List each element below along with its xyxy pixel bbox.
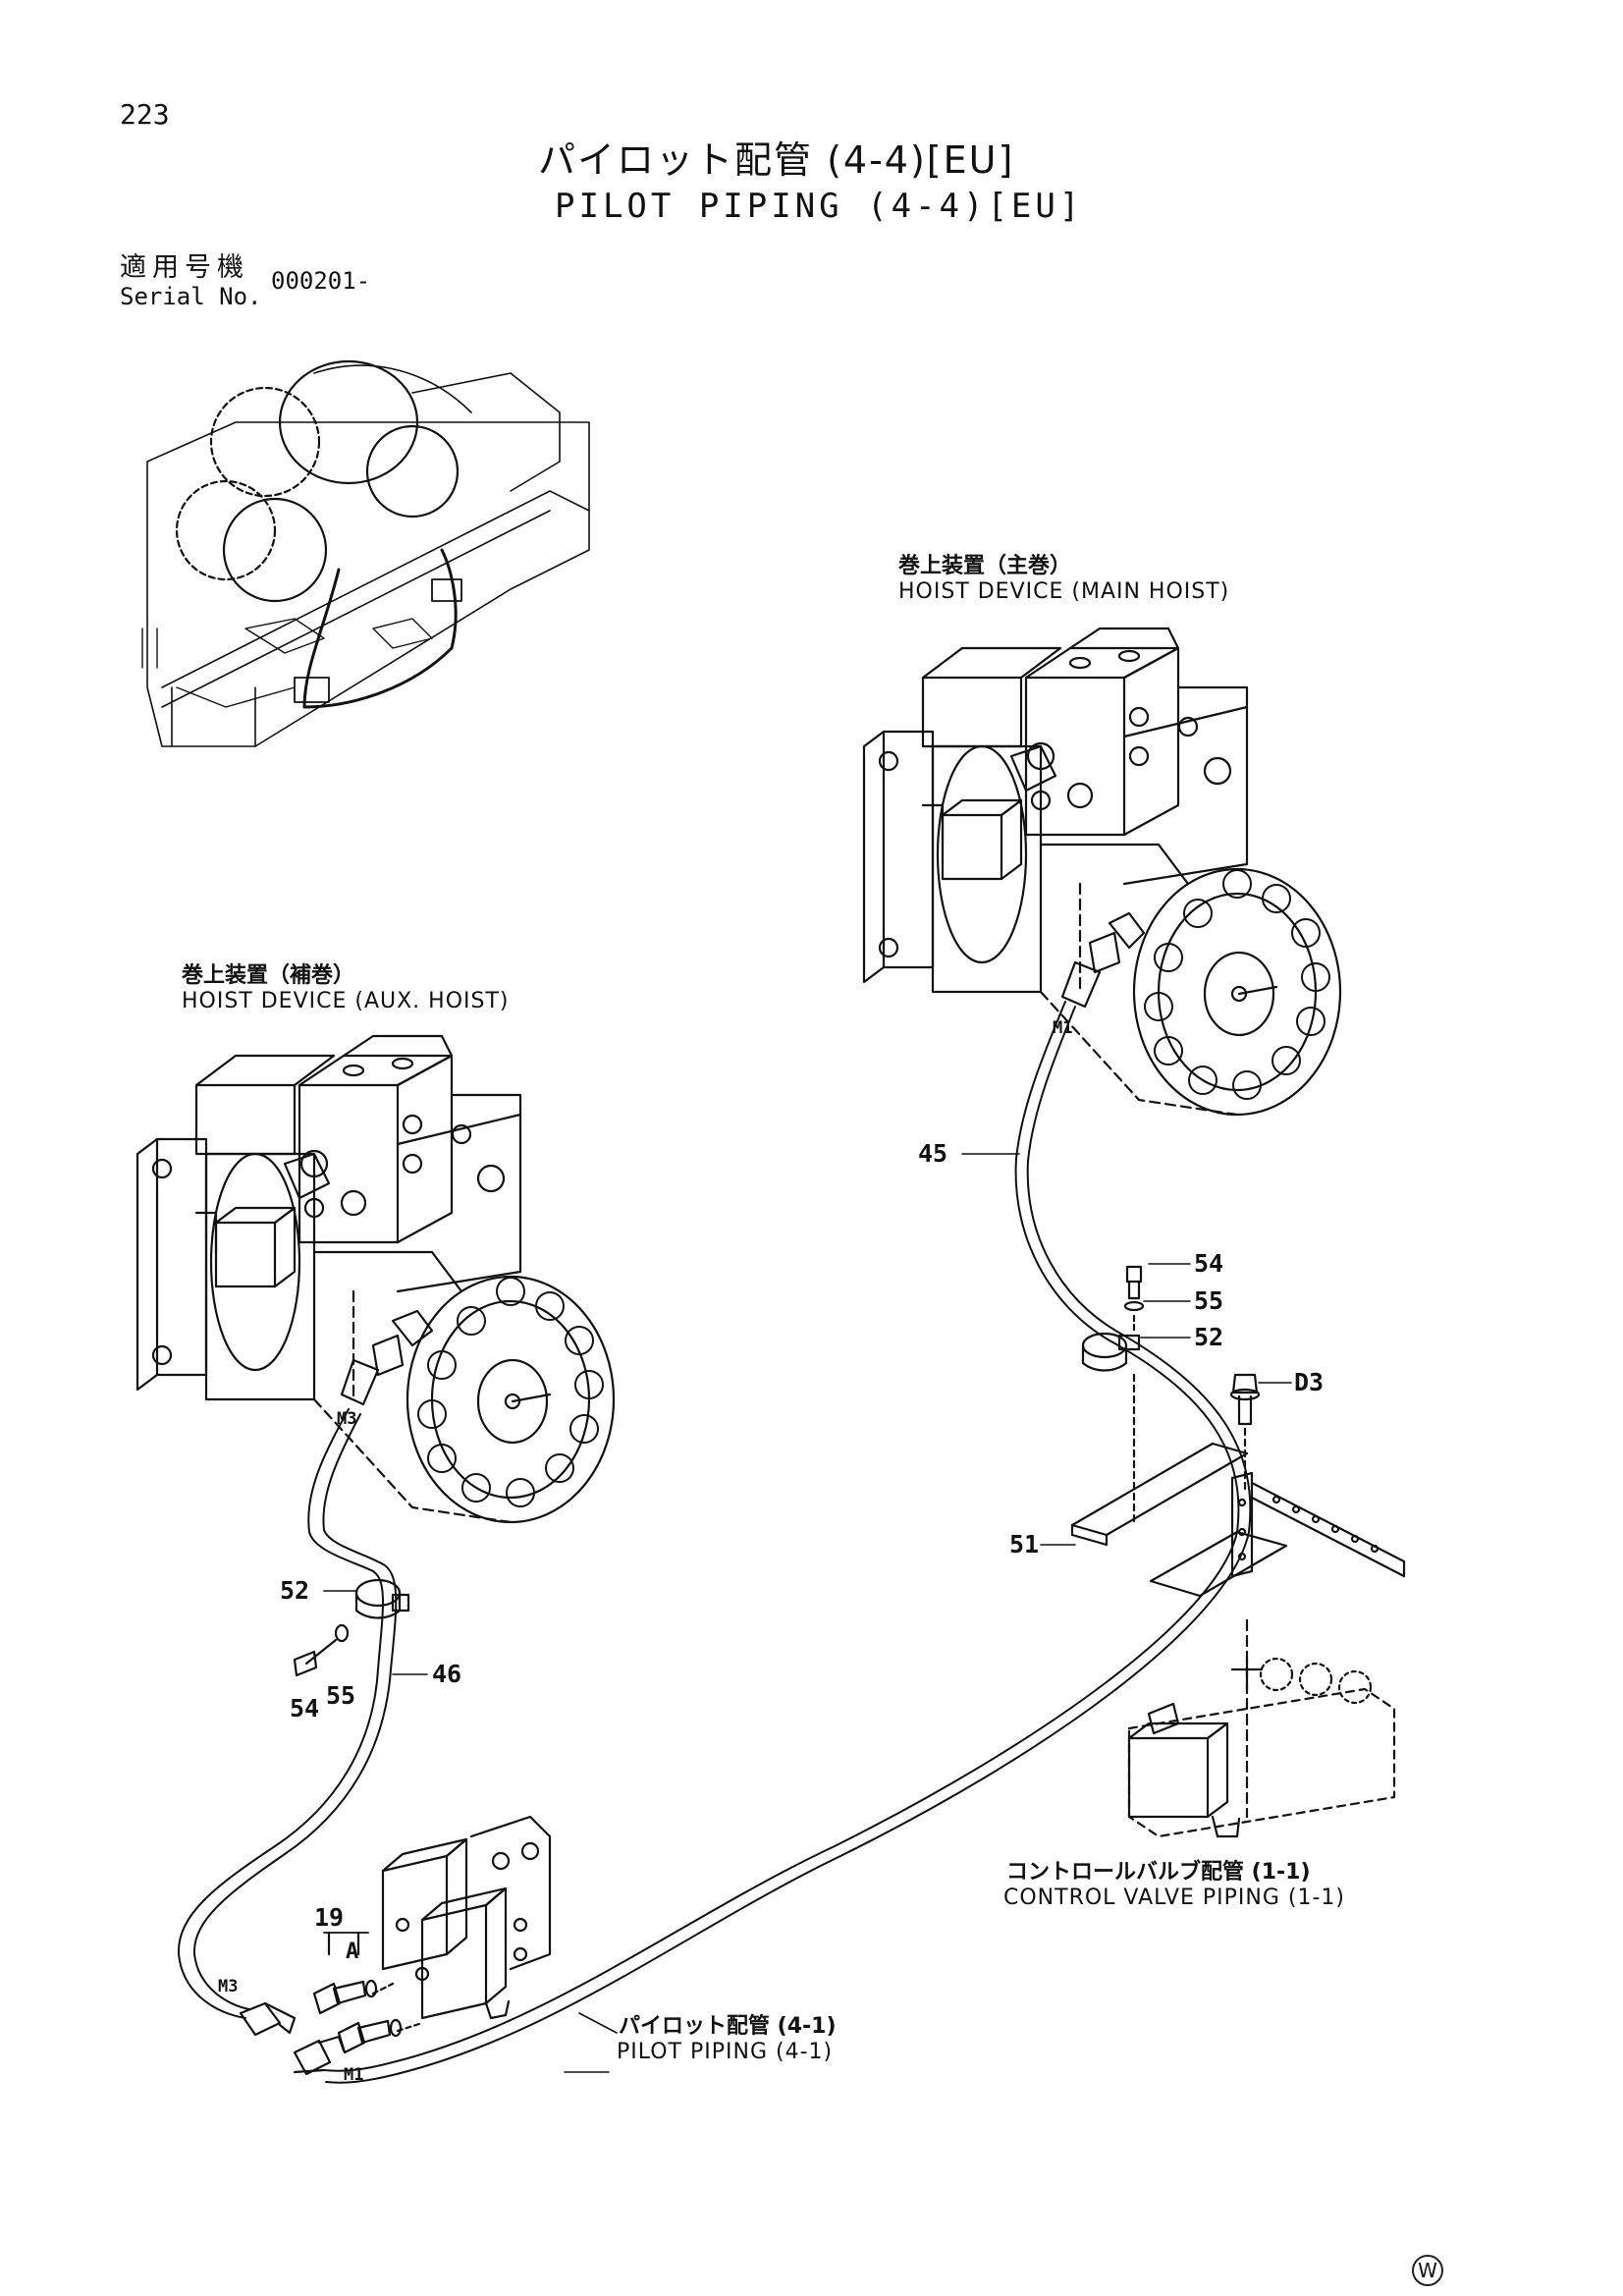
- main-hoist-label-en: HOIST DEVICE (MAIN HOIST): [898, 579, 1230, 604]
- part-52-aux: 52: [280, 1576, 310, 1605]
- page-title-en: PILOT PIPING (4-4)[EU]: [555, 187, 1084, 226]
- overview-inset: [142, 361, 589, 746]
- part-46: 46: [432, 1660, 462, 1688]
- page-title-jp: パイロット配管 (4-4)[EU]: [538, 138, 1015, 182]
- bolt-washer-aux: [295, 1625, 348, 1675]
- part-55-aux: 55: [326, 1681, 356, 1710]
- port-m1-bottom: M1: [344, 2065, 364, 2085]
- watermark-icon: W: [1412, 2255, 1443, 2286]
- main-hoist-label-jp: 巻上装置（主巻）: [898, 554, 1072, 578]
- end-connectors: [241, 2003, 344, 2074]
- port-m3-aux: M3: [337, 1409, 357, 1429]
- bolt-d3: [1231, 1375, 1259, 1493]
- part-19: 19: [314, 1903, 345, 1932]
- main-hoist-device: [864, 629, 1340, 1115]
- aux-hoist-label-en: HOIST DEVICE (AUX. HOIST): [182, 989, 510, 1013]
- port-m1-main: M1: [1053, 1018, 1073, 1038]
- part-45: 45: [918, 1139, 948, 1168]
- control-valve-region: [1129, 1620, 1394, 1836]
- aux-hoist-device: [137, 1036, 614, 1522]
- serial-label-jp: 適用号機: [120, 252, 249, 283]
- part-52-main: 52: [1194, 1323, 1224, 1351]
- page-number: 223: [120, 98, 170, 131]
- bracket-51: [1072, 1375, 1404, 1596]
- fittings-19: [314, 1933, 422, 2052]
- serial-label-en: Serial No.: [120, 283, 262, 310]
- pilot-41-label-en: PILOT PIPING (4-1): [617, 2040, 834, 2064]
- part-54-aux: 54: [290, 1694, 320, 1722]
- pilot-41-label-jp: パイロット配管 (4-1): [619, 2014, 837, 2039]
- view-a-label: A: [346, 1940, 359, 1964]
- control-valve-label-jp: コントロールバルブ配管 (1-1): [1006, 1860, 1311, 1885]
- clamp-main: [1083, 1267, 1143, 1371]
- clamp-aux: [356, 1580, 408, 1618]
- control-valve-label-en: CONTROL VALVE PIPING (1-1): [1003, 1886, 1346, 1910]
- port-m3-bottom: M3: [218, 1977, 239, 1996]
- leader-lines: [324, 1154, 1291, 2072]
- hose-45: [324, 1002, 1250, 2083]
- part-51: 51: [1009, 1530, 1040, 1558]
- serial-value: 000201-: [271, 267, 371, 295]
- part-54-main: 54: [1194, 1249, 1224, 1278]
- part-55-main: 55: [1194, 1286, 1224, 1315]
- part-d3: D3: [1294, 1368, 1325, 1396]
- hose-46: [179, 1409, 396, 2018]
- aux-hoist-label-jp: 巻上装置（補巻）: [182, 963, 355, 988]
- pilot-valve: [383, 1817, 550, 2018]
